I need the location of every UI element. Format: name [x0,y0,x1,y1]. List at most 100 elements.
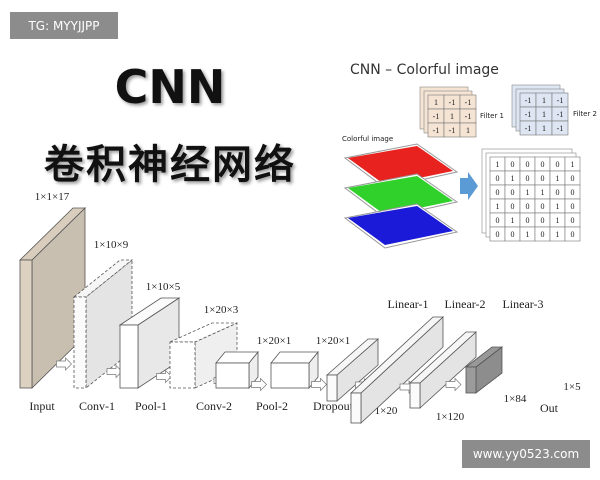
subtitle: 卷积神经网络 [44,142,296,188]
image-matrix-value: 0 [511,160,515,169]
arrow-icon [251,377,267,392]
layer-linear-2: Linear-2 1×120 [349,297,486,424]
image-matrix-value: 0 [511,188,515,197]
title: CNN [114,60,226,114]
image-matrix-value: 1 [541,188,545,197]
image-matrix-value: 0 [571,202,575,211]
filter2-value: -1 [525,124,532,133]
box-front [169,341,196,389]
filter2-value: -1 [525,110,532,119]
layer-name: Linear-1 [387,297,428,311]
layer-name: Dropout [313,399,354,413]
layer-linear-1: Linear-1 1×20 [325,297,429,417]
watermark-top: TG: MYYJJPP [10,12,118,39]
layer-dims: 1×10×5 [146,281,181,293]
layer-dims: 1×20 [375,405,398,417]
arrow-icon [445,377,462,392]
filter2-cell [551,120,569,136]
layer-dims: 1×20×3 [204,304,239,316]
image-matrix-value: 1 [556,174,560,183]
image-matrix-value: 0 [541,216,545,225]
filter1-value: -1 [465,112,472,121]
image-matrix-value: 0 [496,174,500,183]
image-matrix-value: 1 [556,216,560,225]
image-matrix-value: 1 [526,230,530,239]
image-matrix-value: 1 [511,174,515,183]
filter2-value: -1 [557,96,564,105]
box-front [270,362,310,389]
filter1-label: Filter 1 [480,112,504,120]
layer-linear-3: Linear-3 1×84 [408,297,544,409]
inset-title: CNN – Colorful image [350,62,499,78]
filter1-value: -1 [433,112,440,121]
image-matrix-value: 1 [526,188,530,197]
arrow-icon [460,172,478,200]
layer-name: Out [540,401,559,415]
filter2-value: -1 [525,96,532,105]
image-matrix-value: 0 [496,230,500,239]
image-matrix-value: 0 [496,188,500,197]
layer-out: Out 1×5 [464,346,581,415]
layer-dims: 1×84 [504,393,527,405]
image-matrix-value: 1 [496,160,500,169]
layer-dims: 1×20×1 [257,335,291,347]
box-front [19,259,33,389]
filter2-value: 1 [542,124,546,133]
colorful-image-label: Colorful image [342,135,393,143]
image-matrix-value: 0 [496,216,500,225]
image-matrix-value: 0 [526,202,530,211]
filter1-value: 1 [450,112,454,121]
arrow-icon [106,364,123,379]
channel-layer [348,206,453,245]
image-matrix-value: 1 [556,202,560,211]
filter2-value: -1 [557,110,564,119]
layer-name: Pool-2 [256,399,288,413]
filter1-value: 1 [434,98,438,107]
filter1-value: -1 [449,126,456,135]
layer-pool-1: Pool-1 1×10×5 [118,281,181,413]
filter1-value: 1 [466,126,470,135]
layer-dims: 1×20×1 [316,335,350,347]
image-matrix-value: 1 [496,202,500,211]
image-matrix-value: 0 [526,174,530,183]
image-matrix-value: 0 [541,230,545,239]
layer-name: Pool-1 [135,399,167,413]
layer-name: Linear-2 [444,297,485,311]
box-front [409,382,421,409]
layer-name: Conv-1 [79,399,115,413]
arrow-icon [156,369,172,384]
box-top [72,259,134,298]
image-matrix-value: 1 [571,160,575,169]
layer-dims: 1×120 [436,411,465,423]
image-matrix-value: 0 [571,188,575,197]
image-matrix-value: 0 [511,202,515,211]
image-matrix-value: 1 [511,216,515,225]
image-matrix-value: 0 [511,230,515,239]
box-front [465,366,477,394]
filter2-value: -1 [557,124,564,133]
box-front [350,392,362,424]
image-matrix-value: 0 [571,174,575,183]
layer-dims: 1×5 [563,381,581,393]
image-matrix-value: 0 [541,160,545,169]
image-matrix-value: 0 [571,230,575,239]
layer-name: Input [29,399,55,413]
image-matrix-value: 0 [541,174,545,183]
watermark-bottom: www.yy0523.com [462,440,590,468]
arrow-icon [311,377,327,392]
image-matrix-cell [564,226,581,242]
image-matrix-value: 0 [571,216,575,225]
box-front [73,296,87,389]
layer-name: Linear-3 [502,297,543,311]
layer-dropout: Dropout 1×20×1 [270,335,354,413]
filter1-value: -1 [433,126,440,135]
image-matrix-value: 0 [526,216,530,225]
image-matrix-value: 1 [556,230,560,239]
layer-pool-2: Pool-2 1×20×1 [215,335,291,413]
filter2-label: Filter 2 [573,110,597,118]
image-matrix-value: 0 [526,160,530,169]
image-matrix-value: 0 [556,160,560,169]
filter1-value: -1 [465,98,472,107]
